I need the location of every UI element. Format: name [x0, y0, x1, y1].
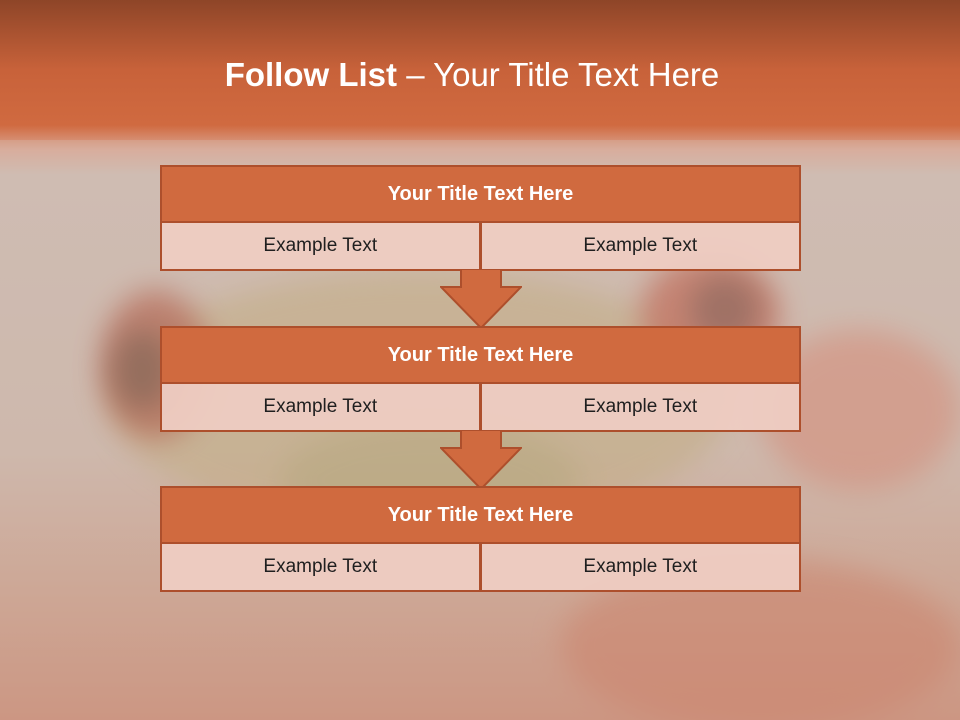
slide-title: Follow List – Your Title Text Here — [0, 52, 952, 98]
list-box-1: Your Title Text Here Example Text Exampl… — [160, 165, 801, 271]
list-box-title: Your Title Text Here — [160, 165, 801, 222]
list-box-cells: Example Text Example Text — [160, 222, 801, 271]
down-arrow-icon — [440, 430, 522, 490]
slide-title-rest: – Your Title Text Here — [406, 56, 720, 93]
list-box-cells: Example Text Example Text — [160, 543, 801, 592]
list-box-cell-left: Example Text — [160, 383, 481, 432]
down-arrow-icon — [440, 269, 522, 329]
list-box-cell-right: Example Text — [480, 543, 801, 592]
list-box-cell-right: Example Text — [480, 383, 801, 432]
slide-title-bold: Follow List — [224, 56, 407, 93]
list-box-title: Your Title Text Here — [160, 486, 801, 543]
list-box-cells: Example Text Example Text — [160, 383, 801, 432]
list-box-3: Your Title Text Here Example Text Exampl… — [160, 486, 801, 592]
list-box-2: Your Title Text Here Example Text Exampl… — [160, 326, 801, 432]
list-box-cell-left: Example Text — [160, 222, 481, 271]
list-box-title: Your Title Text Here — [160, 326, 801, 383]
list-box-cell-right: Example Text — [480, 222, 801, 271]
list-box-cell-left: Example Text — [160, 543, 481, 592]
